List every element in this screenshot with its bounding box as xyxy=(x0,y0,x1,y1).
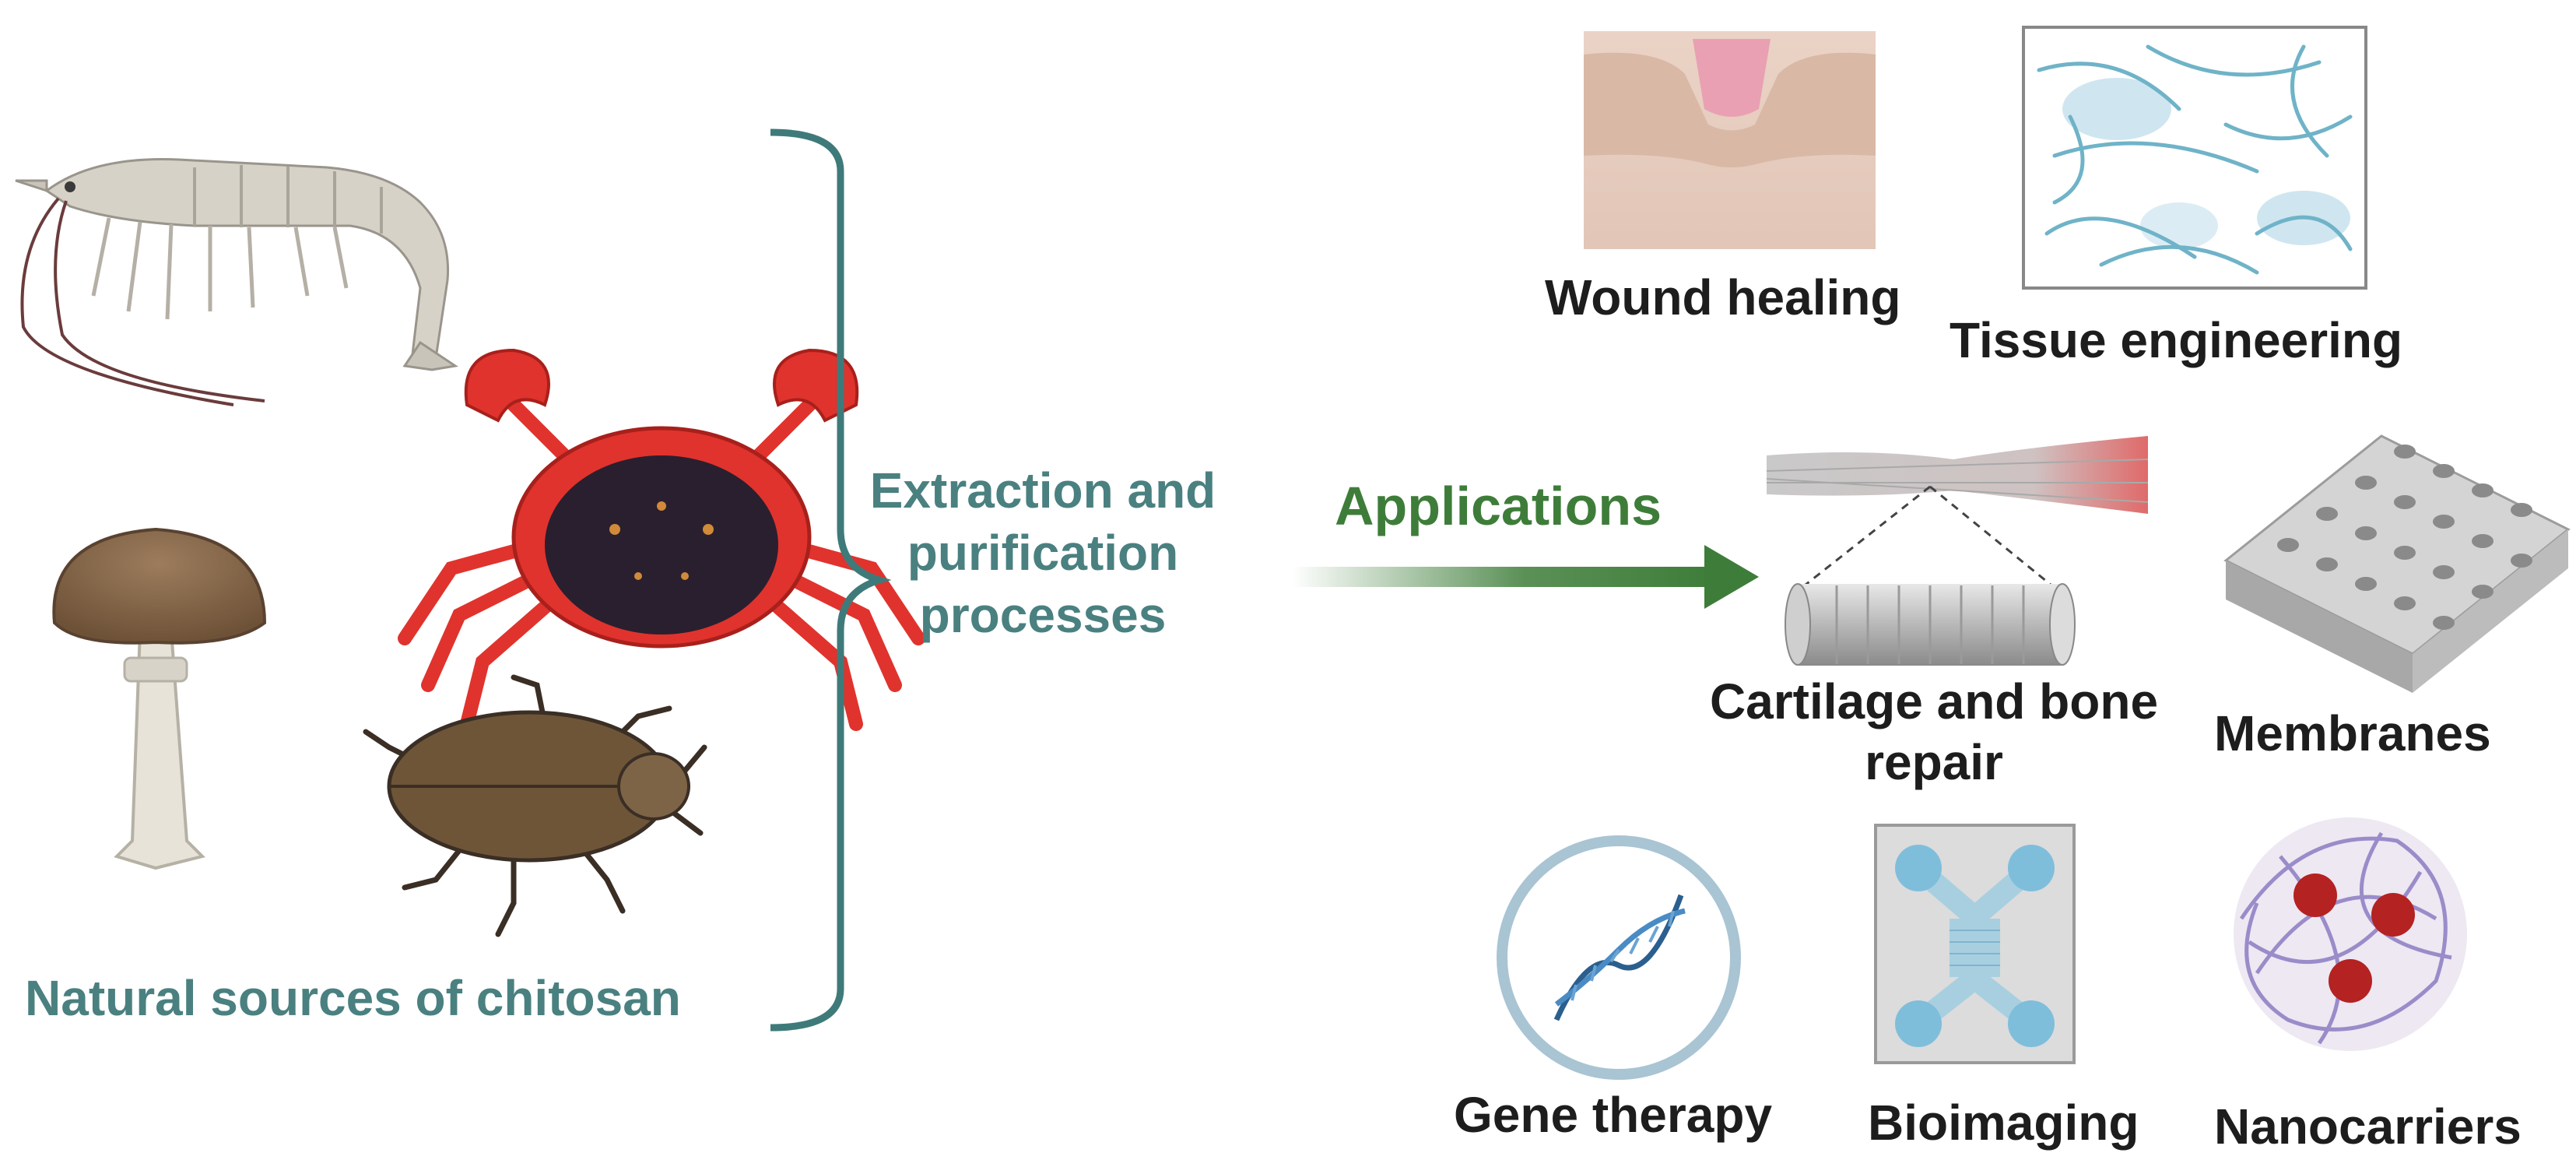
bioimaging-label: Bioimaging xyxy=(1868,1095,2139,1151)
curly-bracket xyxy=(770,128,892,1032)
bioimaging-icon xyxy=(1874,824,2076,1064)
applications-label: Applications xyxy=(1335,476,1662,536)
gene-therapy-icon xyxy=(1497,835,1741,1080)
membranes-icon xyxy=(2223,434,2571,693)
process-line-1: Extraction and xyxy=(869,462,1216,518)
nanocarriers-label: Nanocarriers xyxy=(2214,1098,2522,1155)
mushroom-icon xyxy=(52,527,267,870)
cartilage-bone-label: Cartilage and bone repair xyxy=(1681,671,2187,793)
nanocarriers-icon xyxy=(2234,817,2467,1051)
beetle-icon xyxy=(363,674,707,937)
process-line-2: purification xyxy=(907,525,1179,581)
wound-healing-label: Wound healing xyxy=(1545,269,1901,325)
process-line-3: processes xyxy=(919,587,1167,643)
tissue-engineering-label: Tissue engineering xyxy=(1950,312,2403,368)
cartilage-line-1: Cartilage and bone xyxy=(1709,673,2159,729)
applications-arrow xyxy=(1292,545,1759,609)
cartilage-bone-icon xyxy=(1766,436,2149,666)
sources-caption: Natural sources of chitosan xyxy=(25,970,681,1026)
wound-healing-icon xyxy=(1584,31,1876,249)
process-label: Extraction and purification processes xyxy=(848,459,1237,646)
membranes-label: Membranes xyxy=(2214,705,2491,761)
crab-icon xyxy=(398,348,925,731)
cartilage-line-2: repair xyxy=(1865,734,2003,790)
gene-therapy-label: Gene therapy xyxy=(1454,1087,1773,1143)
tissue-engineering-icon xyxy=(2022,26,2367,290)
shrimp-icon xyxy=(15,158,458,406)
